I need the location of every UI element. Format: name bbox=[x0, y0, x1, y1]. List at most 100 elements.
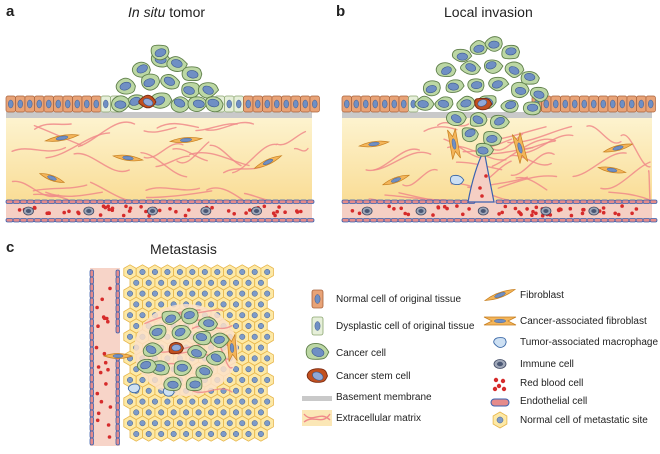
red-blood-cell bbox=[62, 210, 66, 215]
metastatic-site-cell bbox=[241, 426, 256, 442]
cell-nucleus bbox=[140, 361, 152, 370]
fibroblast bbox=[597, 166, 627, 174]
endothelial-cell bbox=[257, 218, 266, 223]
cell-nucleus bbox=[199, 367, 211, 376]
cancer-cell bbox=[511, 81, 530, 99]
cell-nucleus bbox=[382, 99, 388, 109]
metastatic-site-cell bbox=[160, 393, 174, 410]
panel-a-title-italic: In situ bbox=[128, 4, 166, 20]
cell-nucleus bbox=[55, 99, 61, 109]
red-blood-cell bbox=[95, 391, 100, 396]
cell-nucleus bbox=[464, 128, 476, 138]
cancer-cell bbox=[197, 82, 220, 99]
endothelial-cell bbox=[530, 199, 539, 204]
metastatic-site-cell bbox=[142, 404, 156, 421]
endothelial-cell bbox=[115, 290, 120, 299]
endothelial-cell bbox=[222, 199, 231, 204]
normal-cell bbox=[351, 95, 362, 113]
cell-nucleus bbox=[164, 398, 171, 405]
endothelial-cell bbox=[306, 199, 315, 204]
endothelial-cell bbox=[299, 218, 308, 223]
endothelial-cell bbox=[117, 199, 126, 204]
endothelial-cell bbox=[362, 218, 371, 223]
endothelial-cell bbox=[516, 199, 525, 204]
endothelial-cell bbox=[250, 199, 259, 204]
fibroblast bbox=[168, 136, 204, 144]
red-blood-cell bbox=[519, 212, 523, 217]
cancer-cell bbox=[414, 95, 435, 111]
cell-nucleus bbox=[245, 323, 252, 329]
red-blood-cell bbox=[513, 206, 518, 211]
normal-cell bbox=[34, 95, 45, 113]
legend-cancer-cell-label: Cancer cell bbox=[336, 348, 386, 359]
endothelial-cell bbox=[166, 199, 175, 204]
cell-nucleus bbox=[127, 312, 133, 319]
cell-nucleus bbox=[139, 420, 146, 427]
metastatic-site-cell bbox=[223, 393, 237, 410]
normal-cell bbox=[243, 95, 254, 113]
cell-nucleus bbox=[245, 279, 252, 286]
cell-nucleus bbox=[176, 420, 183, 427]
cancer-stem-cell bbox=[474, 97, 493, 111]
endothelial-cell bbox=[306, 218, 315, 223]
cell-nucleus bbox=[195, 409, 202, 416]
cell-nucleus bbox=[437, 99, 450, 108]
ecm-fiber bbox=[143, 126, 177, 133]
cell-nucleus bbox=[208, 409, 215, 416]
red-blood-cell bbox=[96, 365, 101, 369]
panel-a-title: In situ tomor bbox=[128, 4, 205, 20]
red-blood-cell bbox=[94, 345, 99, 350]
cell-nucleus bbox=[192, 99, 205, 109]
red-blood-cell-icon bbox=[492, 386, 498, 392]
metastatic-site-cell bbox=[248, 329, 262, 345]
endothelial-cell bbox=[40, 218, 49, 223]
red-blood-cell bbox=[157, 208, 162, 213]
cell-nucleus bbox=[274, 99, 280, 109]
red-blood-cell bbox=[350, 209, 355, 213]
endothelial-cell bbox=[572, 218, 581, 223]
cell-nucleus bbox=[164, 269, 171, 275]
cell-nucleus bbox=[127, 420, 133, 427]
cell-nucleus bbox=[139, 290, 146, 297]
endothelial-cell bbox=[558, 218, 567, 223]
cell-nucleus bbox=[163, 76, 175, 86]
cell-nucleus bbox=[183, 279, 190, 286]
cell-nucleus bbox=[236, 99, 242, 109]
ecm-fiber bbox=[276, 130, 307, 146]
endothelial-cell bbox=[115, 416, 120, 425]
ecm-fiber bbox=[189, 152, 250, 167]
cell-nucleus bbox=[151, 398, 158, 405]
cell-nucleus bbox=[471, 81, 483, 90]
cell-nucleus bbox=[208, 431, 215, 437]
normal-cell bbox=[91, 95, 102, 113]
cell-nucleus bbox=[189, 398, 196, 405]
red-blood-cell bbox=[557, 208, 561, 213]
cancer-associated-fibroblast bbox=[447, 128, 461, 160]
cancer-cell bbox=[131, 61, 151, 78]
legend-basement-membrane-label: Basement membrane bbox=[336, 392, 432, 403]
red-blood-cell bbox=[480, 194, 484, 198]
red-blood-cell bbox=[436, 205, 441, 210]
endothelial-cell bbox=[115, 360, 120, 369]
normal-cell bbox=[636, 95, 647, 113]
cell-nucleus bbox=[136, 64, 148, 74]
endothelial-cell bbox=[82, 218, 91, 223]
red-blood-cell bbox=[503, 204, 508, 209]
red-blood-cell bbox=[525, 207, 529, 211]
cancer-cell bbox=[461, 127, 479, 143]
cell-nucleus bbox=[201, 398, 208, 405]
cancer-cell bbox=[136, 358, 157, 374]
endothelial-cell bbox=[131, 218, 140, 223]
endothelial-cell bbox=[115, 367, 120, 376]
basement-membrane-icon bbox=[302, 396, 332, 401]
red-blood-cell-icon bbox=[493, 377, 499, 383]
cell-nucleus bbox=[229, 343, 235, 353]
endothelial-cell bbox=[115, 437, 120, 446]
endothelial-cell bbox=[565, 199, 574, 204]
red-blood-cell bbox=[110, 206, 115, 211]
cell-nucleus bbox=[257, 323, 264, 329]
endothelial-cell bbox=[362, 199, 371, 204]
endothelial-cell bbox=[115, 311, 120, 320]
epithelium bbox=[341, 95, 656, 113]
endothelial-cell bbox=[341, 199, 350, 204]
